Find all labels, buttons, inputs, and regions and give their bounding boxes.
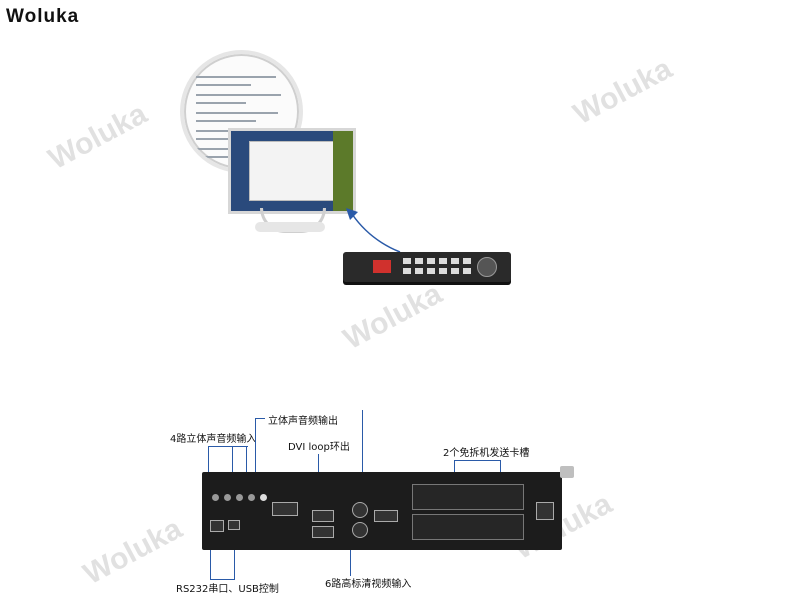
front-button — [427, 258, 435, 264]
callout-stereo-audio-out: 立体声音频输出 — [268, 416, 338, 427]
callout-line — [232, 446, 233, 496]
lcd-screen — [373, 260, 391, 273]
callout-line — [350, 540, 351, 576]
sending-card-slot — [412, 484, 524, 510]
audio-jack — [212, 494, 219, 501]
watermark: Woluka — [568, 52, 678, 132]
watermark: Woluka — [43, 97, 153, 177]
callout-line — [362, 410, 363, 508]
callout-dvi-loop: DVI loop环出 — [288, 442, 350, 453]
sending-card-slot — [412, 514, 524, 540]
callout-line — [255, 418, 256, 490]
dvi-in-port — [374, 510, 398, 522]
control-knob — [477, 257, 497, 277]
brand-logo: Woluka — [6, 6, 80, 27]
connection-arrow — [346, 208, 401, 253]
dvi-loop-port — [312, 510, 334, 522]
callout-line — [208, 446, 209, 496]
front-button — [463, 268, 471, 274]
front-button — [439, 268, 447, 274]
callout-line — [234, 530, 235, 580]
front-button — [403, 268, 411, 274]
front-button — [415, 258, 423, 264]
video-processor-front — [343, 252, 511, 282]
audio-jack — [236, 494, 243, 501]
front-button — [439, 258, 447, 264]
audio-jack — [224, 494, 231, 501]
bnc-port — [352, 522, 368, 538]
front-button — [415, 268, 423, 274]
front-button — [403, 258, 411, 264]
rack-ear — [560, 466, 574, 478]
callout-line — [210, 579, 234, 580]
callout-rs232-usb: RS232串口、USB控制 — [176, 584, 279, 595]
callout-line — [210, 530, 211, 580]
front-button — [463, 258, 471, 264]
bnc-port — [352, 502, 368, 518]
app-window — [249, 141, 341, 201]
front-button — [427, 268, 435, 274]
audio-out-jack — [260, 494, 267, 501]
audio-jack — [248, 494, 255, 501]
front-button — [451, 258, 459, 264]
front-button — [451, 268, 459, 274]
watermark: Woluka — [338, 277, 448, 357]
wallpaper — [333, 131, 353, 211]
watermark: Woluka — [78, 512, 188, 592]
video-processor-rear — [202, 466, 574, 550]
callout-stereo-audio-in: 4路立体声音频输入 — [170, 434, 257, 445]
video-in-port — [312, 526, 334, 538]
power-socket — [536, 502, 554, 520]
callout-line — [208, 446, 248, 447]
callout-line — [255, 418, 265, 419]
rs232-port — [210, 520, 224, 532]
usb-port — [228, 520, 240, 530]
callout-line — [454, 460, 500, 461]
monitor-illustration — [228, 128, 356, 214]
monitor-base — [255, 222, 325, 232]
callout-line — [246, 446, 247, 496]
dvi-port — [272, 502, 298, 516]
callout-hd-video-in: 6路高标清视频输入 — [325, 579, 412, 590]
callout-card-slots: 2个免拆机发送卡槽 — [443, 448, 530, 459]
